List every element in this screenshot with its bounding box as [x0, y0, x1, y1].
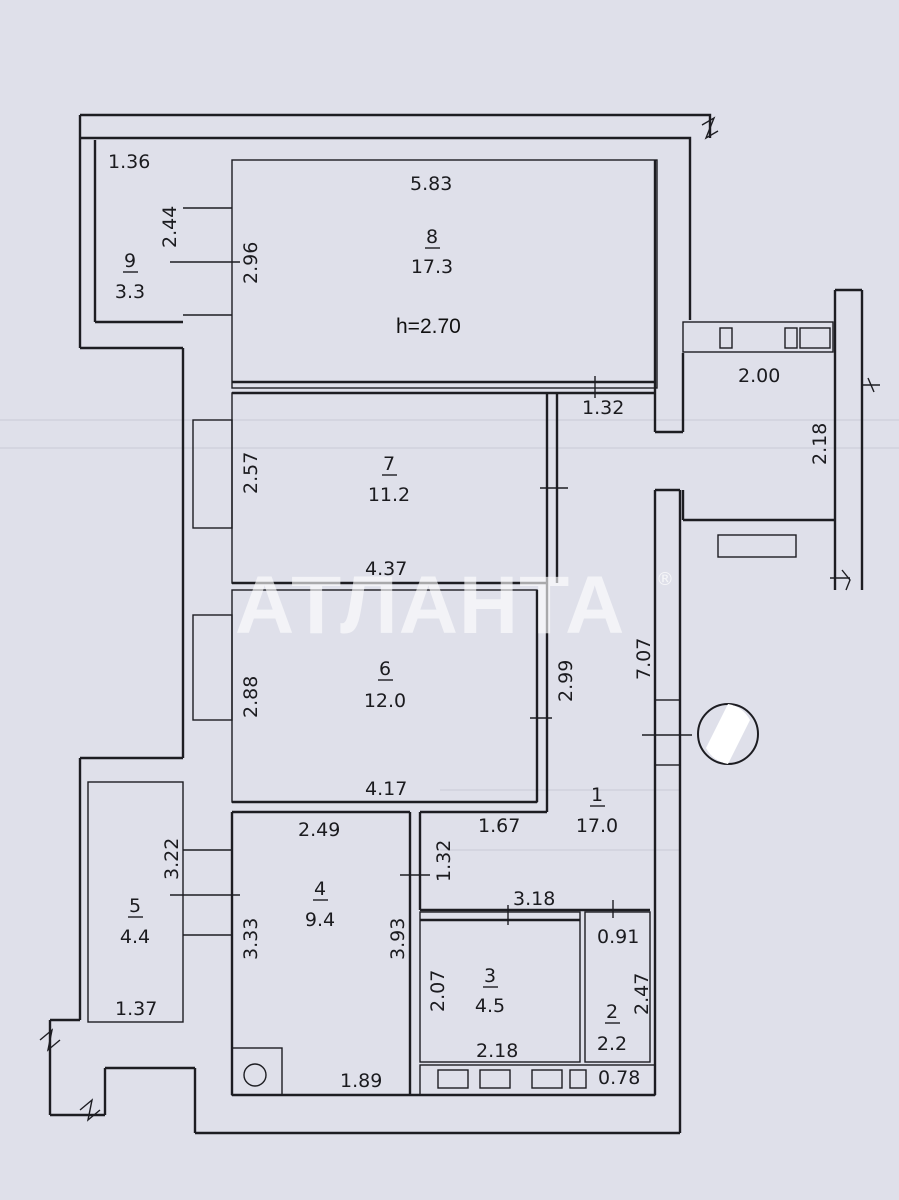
door-markers [170, 261, 692, 925]
room-9-label: 9 3.3 [115, 250, 145, 303]
room-2-label: 2 2.2 [597, 1001, 627, 1055]
dim-2-18-bottom: 2.18 [476, 1040, 518, 1062]
room-7-label: 7 11.2 [368, 453, 410, 506]
room-9-area: 3.3 [115, 281, 145, 303]
room-5-number: 5 [129, 895, 141, 917]
balcony [681, 288, 880, 591]
dim-7-07: 7.07 [633, 638, 655, 680]
ceiling-height: h=2.70 [396, 315, 461, 338]
dim-1-32-top: 1.32 [582, 397, 624, 419]
dim-1-32-mid: 1.32 [433, 840, 455, 882]
room-7-area: 11.2 [368, 484, 410, 506]
round-marker [697, 703, 759, 765]
dim-2-96: 2.96 [240, 242, 262, 284]
outer-walls [39, 113, 719, 1135]
room-2-area: 2.2 [597, 1033, 627, 1055]
dimensions: 1.36 2.44 2.96 5.83 2.00 1.32 2.18 2.57 … [108, 151, 831, 1092]
dim-2-18-right: 2.18 [809, 423, 831, 465]
watermark: АТЛАНТА ® [235, 560, 674, 651]
dim-3-93: 3.93 [387, 918, 409, 960]
room-3-label: 3 4.5 [475, 965, 505, 1017]
dim-2-57: 2.57 [240, 452, 262, 494]
room-4-number: 4 [314, 878, 326, 900]
dim-5-83: 5.83 [410, 173, 452, 195]
room-9-number: 9 [124, 250, 136, 272]
room-6-label: 6 12.0 [364, 658, 406, 712]
dim-1-37: 1.37 [115, 998, 157, 1020]
room-6-number: 6 [379, 658, 391, 680]
dim-1-89: 1.89 [340, 1070, 382, 1092]
room-3-number: 3 [484, 965, 496, 987]
dim-2-07: 2.07 [427, 970, 449, 1012]
dim-1-67: 1.67 [478, 815, 520, 837]
background-ghosting [0, 419, 899, 851]
room-labels: 8 17.3 h=2.70 9 3.3 7 11.2 6 12.0 1 17.0… [115, 226, 627, 1055]
dim-2-99: 2.99 [555, 660, 577, 702]
dim-2-88: 2.88 [240, 676, 262, 718]
room-1-label: 1 17.0 [576, 784, 618, 837]
dim-3-33: 3.33 [240, 918, 262, 960]
watermark-registered: ® [656, 569, 674, 590]
dim-4-37: 4.37 [365, 558, 407, 580]
dim-2-47: 2.47 [631, 973, 653, 1015]
room-1-number: 1 [591, 784, 603, 806]
room-5-label: 5 4.4 [120, 895, 150, 948]
room-4-label: 4 9.4 [305, 878, 335, 931]
room-8-area: 17.3 [411, 256, 453, 278]
room-3-area: 4.5 [475, 995, 505, 1017]
dim-1-36: 1.36 [108, 151, 150, 173]
dim-2-00: 2.00 [738, 365, 780, 387]
dim-3-18: 3.18 [513, 888, 555, 910]
dim-3-22: 3.22 [161, 838, 183, 880]
room-6-area: 12.0 [364, 690, 406, 712]
room-2-number: 2 [606, 1001, 618, 1023]
room-1-area: 17.0 [576, 815, 618, 837]
watermark-text: АТЛАНТА [235, 560, 625, 651]
room-4-area: 9.4 [305, 909, 335, 931]
dim-0-91: 0.91 [597, 926, 639, 948]
room-8-number: 8 [426, 226, 438, 248]
room-8-label: 8 17.3 h=2.70 [396, 226, 461, 338]
dim-4-17: 4.17 [365, 778, 407, 800]
dim-2-49: 2.49 [298, 819, 340, 841]
interior-walls [87, 159, 658, 1097]
dim-0-78: 0.78 [598, 1067, 640, 1089]
room-5-area: 4.4 [120, 926, 150, 948]
room-7-number: 7 [383, 453, 395, 475]
dim-2-44: 2.44 [159, 206, 181, 248]
